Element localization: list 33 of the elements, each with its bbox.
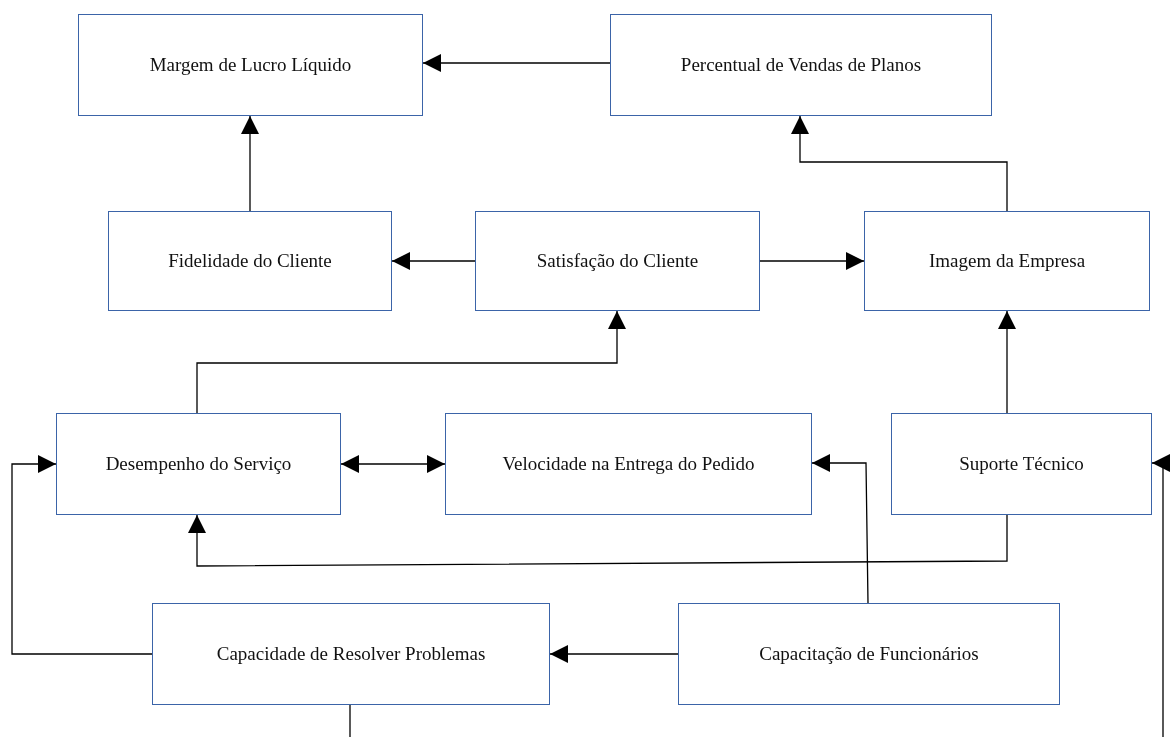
process-box [78, 14, 423, 116]
arrow [791, 115, 1008, 212]
process-box [445, 413, 812, 515]
process-box [475, 211, 760, 311]
arrow [422, 54, 611, 72]
box-label: Velocidade na Entrega do Pedido [501, 453, 756, 475]
process-box [56, 413, 341, 515]
arrow [759, 252, 865, 270]
box-label: Percentual de Vendas de Planos [679, 54, 923, 76]
arrow [391, 252, 476, 270]
arrow [998, 310, 1016, 414]
process-box [108, 211, 392, 311]
box-label: Suporte Técnico [958, 453, 1085, 475]
box-label: Satisfação do Cliente [535, 250, 700, 272]
arrow [1151, 454, 1170, 737]
box-label: Fidelidade do Cliente [167, 250, 333, 272]
arrow [549, 645, 679, 663]
arrow [811, 454, 869, 604]
arrow [188, 514, 1008, 567]
box-label: Imagem da Empresa [927, 250, 1087, 272]
box-label: Margem de Lucro Líquido [148, 54, 353, 76]
process-box [891, 413, 1152, 515]
process-box [152, 603, 550, 705]
process-box [610, 14, 992, 116]
process-box [678, 603, 1060, 705]
box-label: Desempenho do Serviço [104, 453, 293, 475]
process-box [864, 211, 1150, 311]
arrow [196, 310, 626, 414]
box-label: Capacitação de Funcionários [758, 643, 980, 665]
arrow [340, 455, 446, 473]
arrow [241, 115, 259, 212]
box-label: Capacidade de Resolver Problemas [215, 643, 487, 665]
arrow [11, 455, 153, 655]
